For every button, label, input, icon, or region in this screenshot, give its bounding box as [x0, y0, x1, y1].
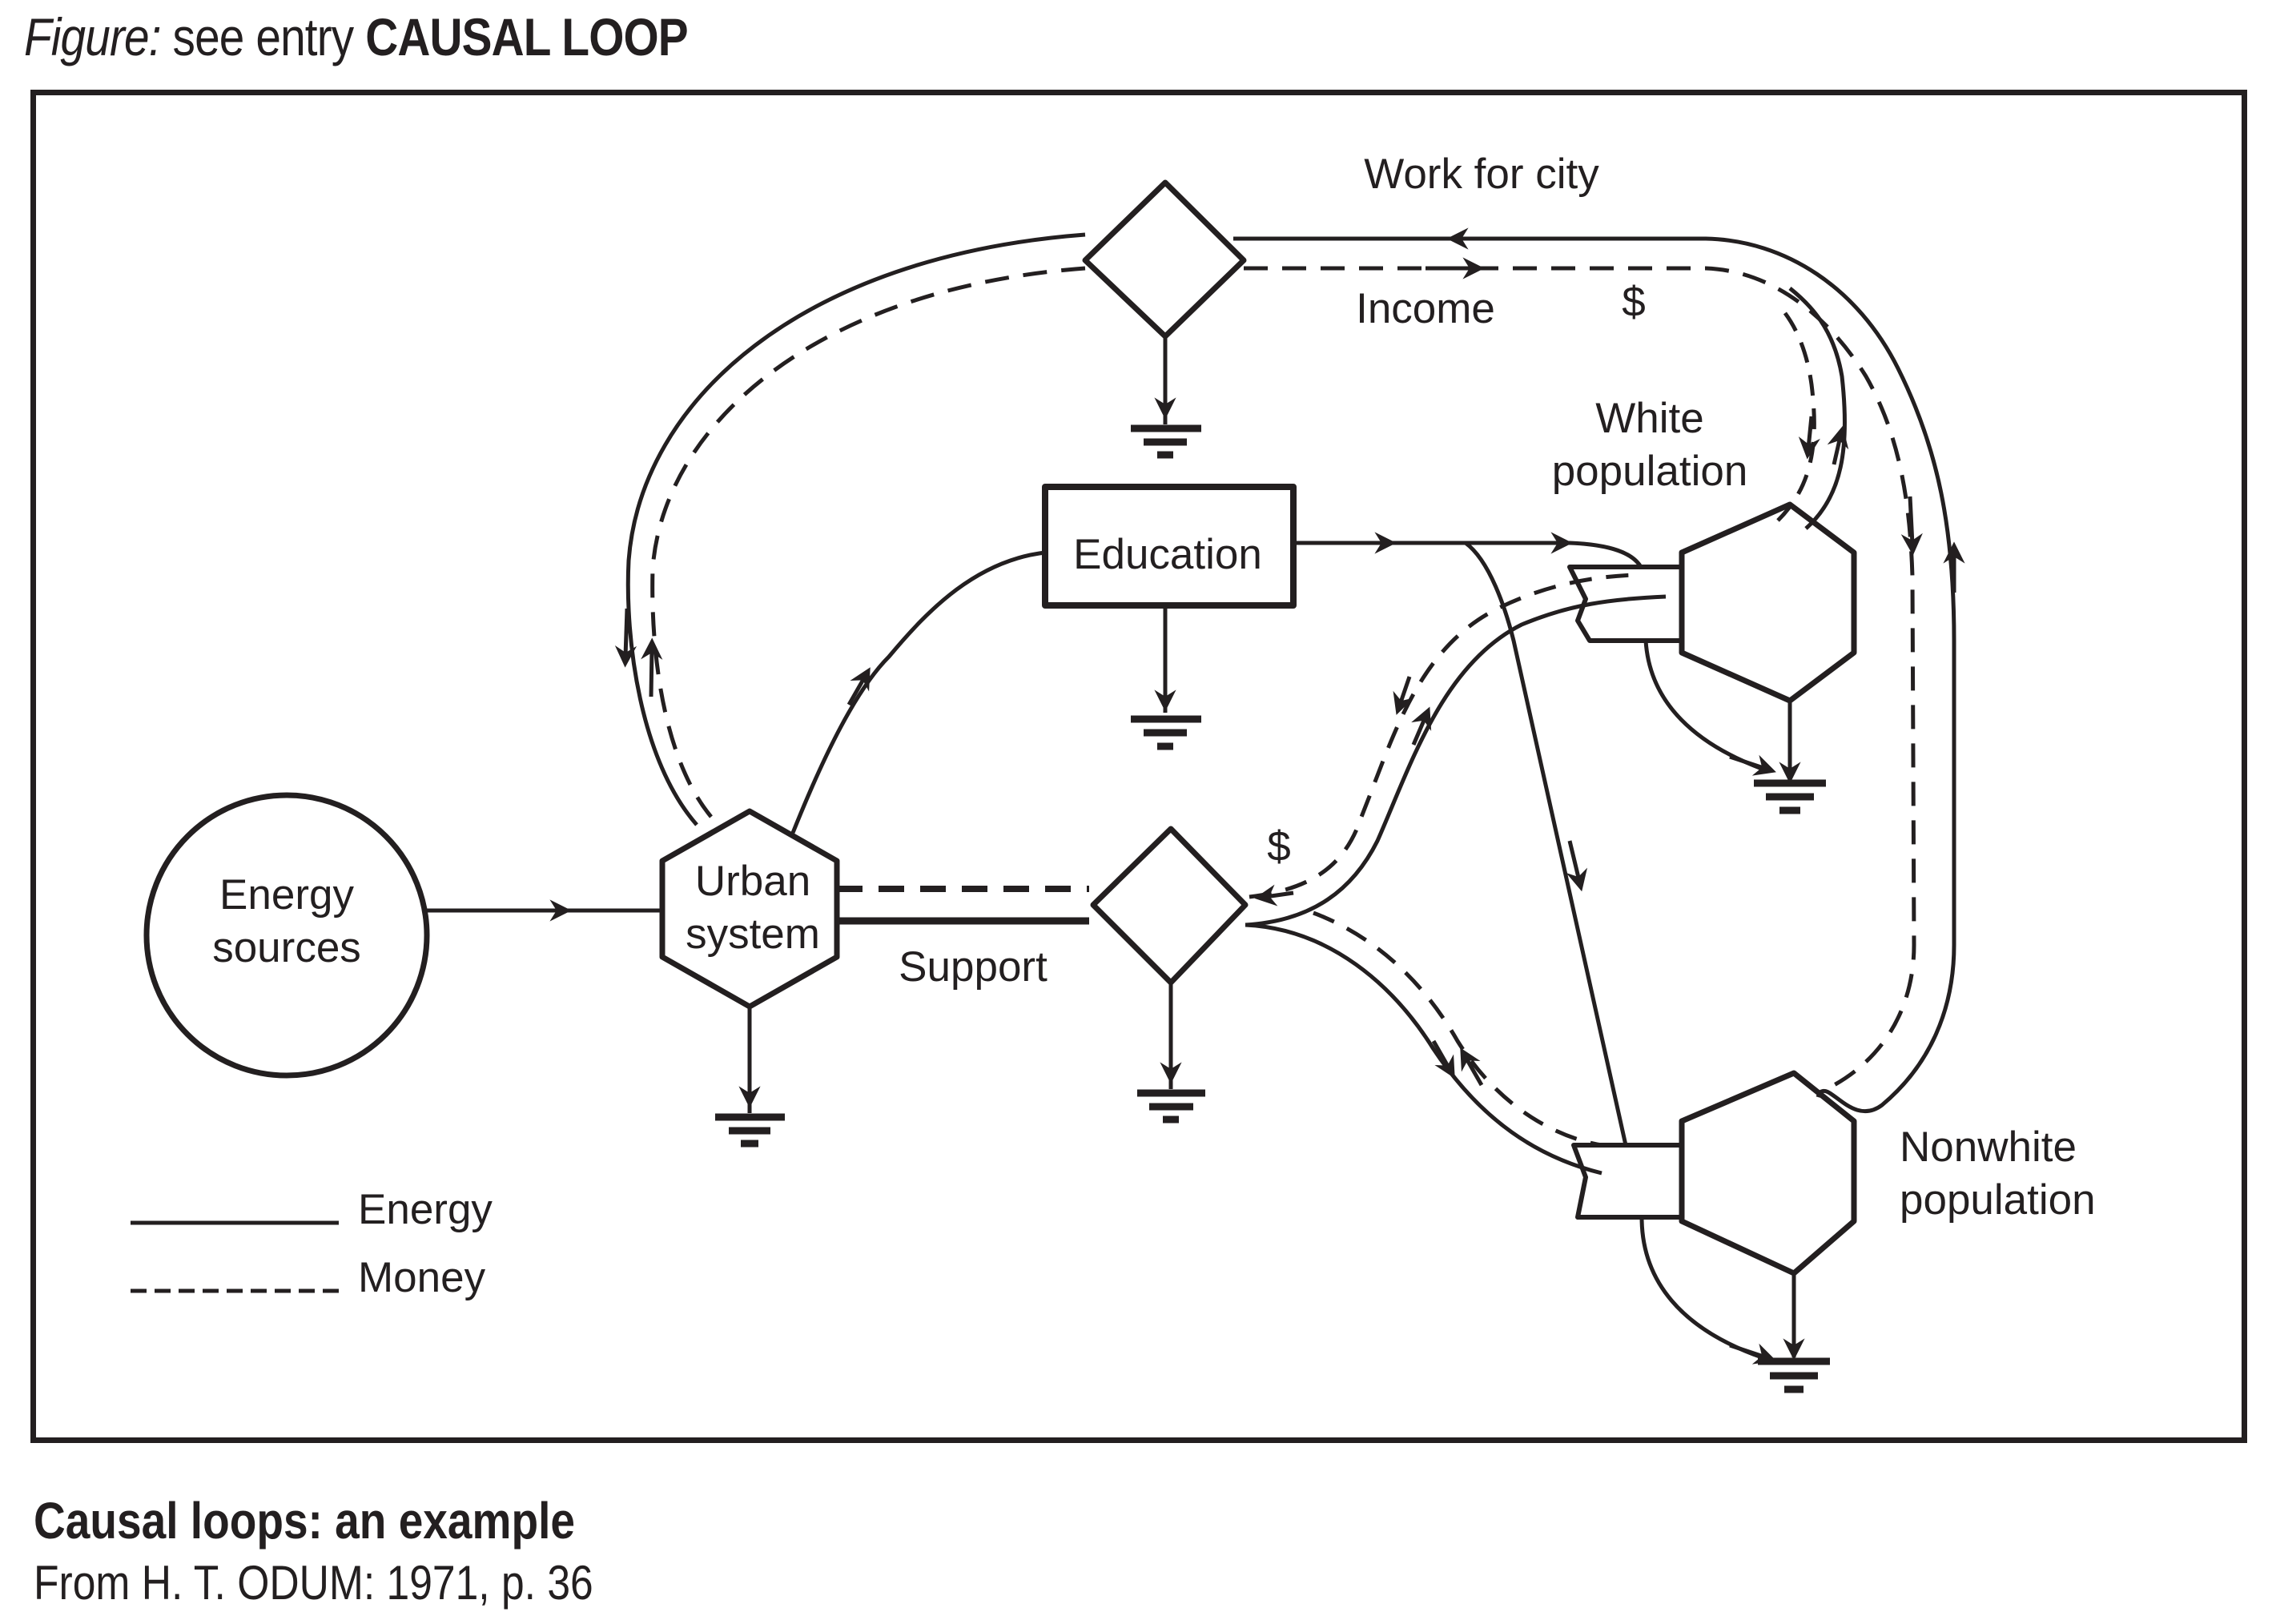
caption-title: Causal loops: an example [34, 1492, 575, 1550]
support-ground-icon [1137, 1089, 1205, 1124]
urban-system-label: Urban system [686, 858, 820, 959]
header-entry: CAUSAL LOOP [365, 7, 688, 66]
work-ground-icon [1131, 424, 1201, 459]
education-label: Education [1073, 531, 1262, 578]
support-label: Support [899, 943, 1048, 991]
white-ground-icon [1754, 779, 1826, 814]
work-exchange-diamond [1082, 179, 1247, 340]
header-middle: see entry [160, 7, 366, 66]
flow-white-to-support-money [1249, 573, 1635, 899]
flow-work-diamond-to-urban-money [650, 266, 1086, 818]
education-ground-icon [1131, 715, 1201, 750]
work-for-city-label: Work for city [1364, 151, 1599, 198]
white-population-gate [1567, 565, 1682, 643]
nonwhite-population-node [1679, 1070, 1857, 1276]
flow-work-for-city [1233, 236, 1956, 1113]
flow-income [1244, 266, 1916, 1095]
flow-white-to-top-energy [1788, 287, 1847, 530]
caption-source: From H. T. ODUM: 1971, p. 36 [34, 1556, 593, 1610]
energy-sources-label: Energy sources [212, 871, 361, 972]
flow-education-to-nonwhite [1464, 541, 1628, 1146]
urban-ground-icon [715, 1113, 785, 1148]
nonwhite-ground-icon [1758, 1357, 1830, 1393]
header-prefix: Figure: [24, 7, 162, 66]
white-population-node [1679, 501, 1857, 704]
flow-nonwhite-to-support-money [1313, 910, 1602, 1148]
flow-top-to-white-money [1776, 303, 1816, 522]
white-population-label: White population [1551, 395, 1748, 496]
education-node [1042, 484, 1297, 609]
nonwhite-population-label: Nonwhite population [1900, 1124, 2096, 1224]
legend-money-label: Money [358, 1254, 486, 1301]
flow-education-to-white [1293, 541, 1644, 570]
diagram-frame [30, 90, 2247, 1443]
dollar-top-label: $ [1622, 279, 1646, 326]
energy-sources-node [143, 792, 430, 1079]
support-exchange-diamond [1090, 826, 1249, 986]
dollar-mid-label: $ [1267, 823, 1291, 870]
legend-energy-label: Energy [358, 1186, 493, 1233]
flow-white-to-support-energy [1245, 594, 1667, 927]
nonwhite-population-gate [1571, 1143, 1682, 1220]
flow-urban-to-education [790, 550, 1046, 834]
income-label: Income [1356, 285, 1495, 332]
figure-header: Figure: see entry CAUSAL LOOP [24, 6, 689, 67]
flow-urban-to-work-diamond-energy [625, 232, 1086, 826]
flow-support-to-nonwhite-energy [1245, 923, 1602, 1176]
